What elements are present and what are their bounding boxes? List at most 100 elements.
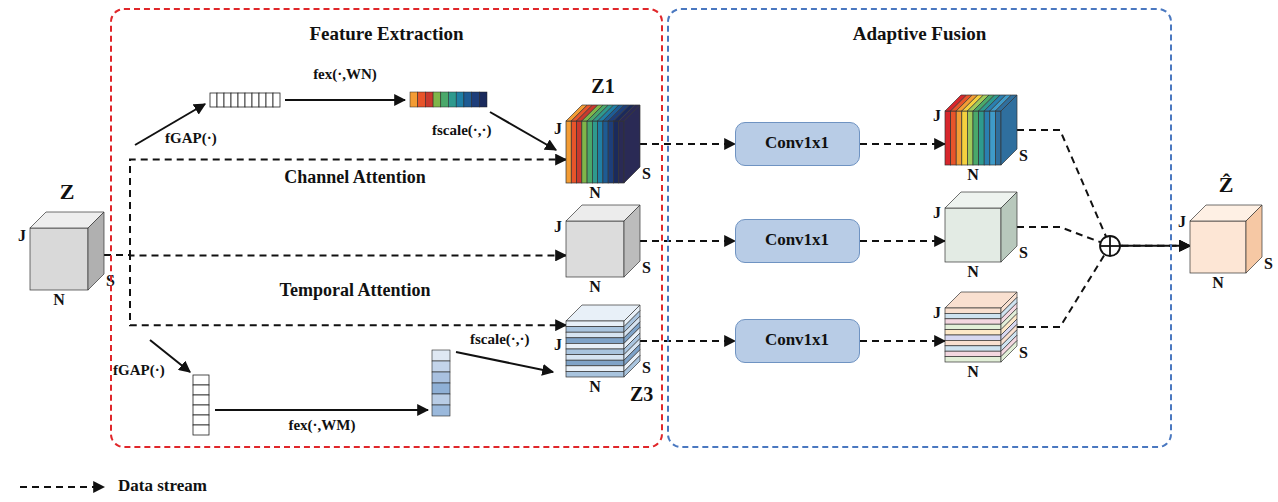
cube-slice: [566, 327, 624, 333]
axis-label: N: [1212, 274, 1224, 292]
vector-cell: [441, 92, 449, 107]
cube-slice: [945, 111, 951, 165]
cube-drawing: [566, 105, 640, 183]
cube-drawing: [945, 292, 1017, 362]
axis-label: J: [554, 120, 562, 138]
vector-cell: [418, 92, 426, 107]
function-label: fscale(·,·): [432, 122, 492, 139]
cube-side: [1246, 205, 1262, 273]
cube-slice: [945, 324, 1001, 329]
cube-slice-side: [624, 355, 640, 377]
cube-slice: [951, 111, 957, 165]
function-label: fscale(·,·): [470, 331, 530, 348]
cube-faces: [945, 292, 1017, 362]
cube-slice: [566, 371, 624, 377]
axis-label: N: [589, 378, 601, 396]
cube-front: [945, 208, 1001, 262]
cube-faces: [566, 305, 640, 377]
branch-label: Temporal Attention: [280, 281, 431, 301]
cube-slice: [945, 308, 1001, 313]
cube-slice: [608, 121, 613, 183]
vector-cell: [432, 361, 450, 372]
data-stream-arrow: [860, 143, 945, 145]
cube-slice: [945, 340, 1001, 345]
cube-slice: [990, 111, 996, 165]
vector-cell: [224, 93, 231, 107]
conv-box: Conv1x1: [735, 219, 860, 263]
cube-side: [624, 205, 640, 277]
cube-faces: [566, 205, 640, 277]
axis-label: S: [642, 165, 651, 183]
cube-drawing: [566, 205, 640, 277]
axis-label: S: [642, 259, 651, 277]
attention-vectors: [193, 92, 487, 435]
cube-slice: [566, 121, 571, 183]
vector-cell: [266, 93, 273, 107]
cube-front: [30, 228, 88, 290]
axis-label: N: [589, 184, 601, 202]
adaptive-fusion-panel: Conv1x1Conv1x1Conv1x1JNSJNSJNSAdaptive F…: [667, 8, 1172, 448]
axis-label: J: [933, 107, 941, 125]
panel-title: Feature Extraction: [309, 24, 463, 45]
branch-label: Channel Attention: [284, 168, 426, 188]
cube-slice: [566, 366, 624, 372]
vector-cell: [210, 93, 217, 107]
vector-cell: [238, 93, 245, 107]
axis-label: N: [967, 166, 979, 184]
data-stream-arrow: [640, 340, 735, 342]
legend-dashed-arrow: [20, 486, 104, 488]
conv-label: Conv1x1: [765, 134, 829, 153]
vector-cell: [231, 93, 238, 107]
axis-label: S: [1019, 344, 1028, 362]
axis-label: N: [589, 278, 601, 296]
vector-cell: [432, 394, 450, 405]
axis-label: S: [1264, 255, 1273, 273]
legend-sample: [20, 487, 104, 488]
cube-slice: [984, 111, 990, 165]
axis-label: S: [1019, 244, 1028, 262]
attention-arrows: [135, 100, 556, 410]
cube-slice: [566, 360, 624, 366]
vector-cell: [259, 93, 266, 107]
vector-cell: [193, 395, 209, 405]
cube-slice: [945, 351, 1001, 356]
tensor-cube: ZJNS: [30, 212, 104, 290]
vector-cell: [217, 93, 224, 107]
cube-slice: [945, 346, 1001, 351]
axis-label: N: [967, 363, 979, 381]
cube-front: [1190, 221, 1246, 273]
cube-slice: [995, 111, 1001, 165]
cube-slice: [945, 330, 1001, 335]
data-stream-arrow: [640, 240, 735, 242]
scale-arrow: [456, 352, 553, 372]
data-stream-arrow: [1017, 246, 1190, 327]
tensor-cube: JNS: [566, 205, 640, 277]
cube-drawing: [1190, 205, 1262, 273]
cube-slice: [566, 321, 624, 327]
tensor-cube: JNS: [945, 95, 1017, 165]
cube-slice: [571, 121, 576, 183]
cube-slice: [566, 355, 624, 361]
cube-slice: [962, 111, 968, 165]
data-stream-arrow: [104, 160, 566, 255]
legend-text: Data stream: [118, 476, 207, 495]
cube-slice: [973, 111, 979, 165]
sum-symbol: [1100, 236, 1120, 256]
cube-side: [624, 105, 640, 183]
vector-cell: [193, 405, 209, 415]
cube-drawing: [945, 95, 1017, 165]
axis-label: J: [554, 218, 562, 236]
cube-slice: [945, 357, 1001, 362]
vector-cell: [425, 92, 433, 107]
cube-slice: [613, 121, 618, 183]
data-stream-arrow: [860, 240, 945, 242]
vector-cell: [193, 425, 209, 435]
cube-slice: [566, 343, 624, 349]
cube-faces: [566, 105, 640, 183]
vector-cell: [432, 405, 450, 416]
cube-slice: [598, 121, 603, 183]
axis-label: S: [1019, 147, 1028, 165]
vector-cell: [432, 372, 450, 383]
cube-slice: [592, 121, 597, 183]
